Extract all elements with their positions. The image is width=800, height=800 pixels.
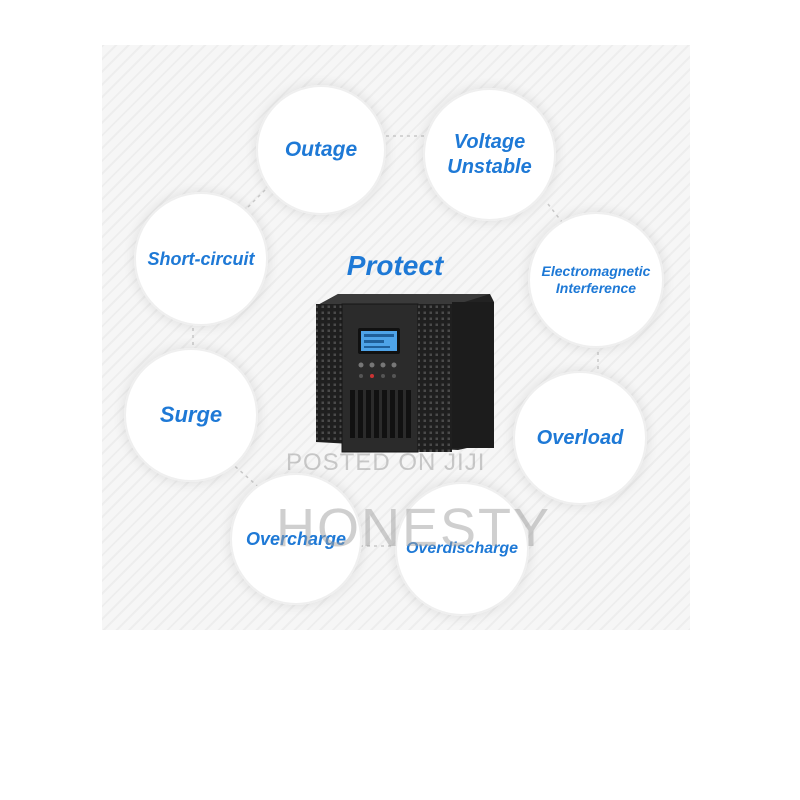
ups-device-image: [316, 294, 494, 453]
feature-label: Outage: [284, 137, 358, 161]
feature-label: Overcharge: [245, 528, 347, 549]
feature-label: Surge: [159, 402, 223, 428]
feature-bubble-overload: Overload: [513, 371, 647, 505]
feature-bubble-overdischarge: Overdischarge: [395, 482, 529, 616]
feature-bubble-voltage-unstable: Voltage Unstable: [423, 88, 556, 221]
feature-bubble-overcharge: Overcharge: [230, 473, 362, 605]
feature-bubble-outage: Outage: [256, 85, 386, 215]
feature-label: Short-circuit: [147, 248, 255, 269]
feature-bubble-surge: Surge: [124, 348, 258, 482]
feature-label: Voltage Unstable: [447, 130, 532, 178]
feature-label: Electromagnetic Interference: [541, 262, 651, 297]
protect-title: Protect: [346, 250, 444, 281]
watermark-posted-on-jiji: POSTED ON JIJI: [286, 449, 486, 476]
feature-label: Overdischarge: [405, 540, 519, 557]
feature-label: Overload: [536, 426, 624, 449]
watermark-honesty: HONESTY: [276, 498, 552, 558]
feature-bubble-electromagnetic-interference: Electromagnetic Interference: [528, 212, 664, 348]
feature-bubble-short-circuit: Short-circuit: [134, 192, 268, 326]
